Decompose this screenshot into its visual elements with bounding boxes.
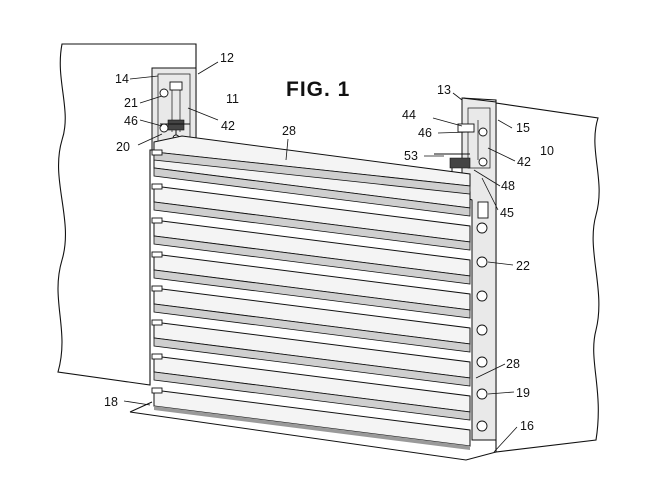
slat-3 — [153, 185, 471, 251]
ref-28-top: 28 — [282, 124, 296, 138]
right-pivot-bolts — [476, 222, 488, 432]
ref-19: 19 — [516, 386, 530, 400]
figure-title: FIG. 1 — [286, 78, 350, 101]
ref-16: 16 — [520, 419, 534, 433]
leader-lines — [123, 61, 518, 453]
ref-15: 15 — [516, 121, 530, 135]
ref-45: 45 — [500, 206, 514, 220]
slat-8 — [153, 355, 471, 421]
floor-line — [129, 401, 497, 461]
left-pivot-tabs — [151, 149, 163, 394]
slat-4 — [153, 219, 471, 285]
ref-44: 44 — [402, 108, 416, 122]
slat-7 — [153, 321, 471, 387]
ref-10: 10 — [540, 144, 554, 158]
ref-22: 22 — [516, 259, 530, 273]
ref-13: 13 — [437, 83, 451, 97]
ref-53: 53 — [404, 149, 418, 163]
ref-12: 12 — [220, 51, 234, 65]
ref-42-left: 42 — [221, 119, 235, 133]
ref-21: 21 — [124, 96, 138, 110]
ref-20: 20 — [116, 140, 130, 154]
ref-46-right: 46 — [418, 126, 432, 140]
ref-11: 11 — [226, 92, 239, 106]
ref-48: 48 — [501, 179, 515, 193]
slat-5 — [153, 253, 471, 319]
ref-42-right: 42 — [517, 155, 531, 169]
ref-14: 14 — [115, 72, 129, 86]
slat-6 — [153, 287, 471, 353]
ref-28-right: 28 — [506, 357, 520, 371]
ref-18: 18 — [104, 395, 118, 409]
louver-slats — [153, 135, 471, 450]
slat-9 — [153, 389, 471, 450]
ref-46-left: 46 — [124, 114, 138, 128]
